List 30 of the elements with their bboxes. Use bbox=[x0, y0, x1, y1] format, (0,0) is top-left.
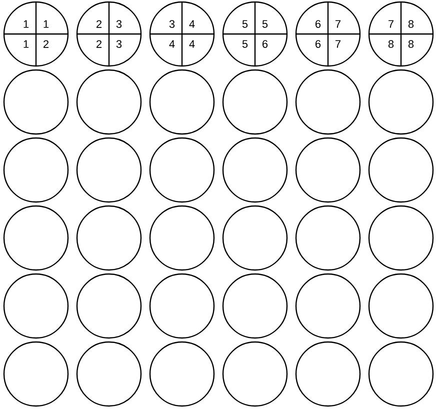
circle bbox=[295, 205, 361, 271]
circle bbox=[222, 137, 288, 203]
circle bbox=[368, 69, 434, 135]
circle bbox=[76, 69, 142, 135]
circle bbox=[149, 341, 215, 407]
circle bbox=[222, 205, 288, 271]
circle bbox=[76, 137, 142, 203]
circle bbox=[3, 273, 69, 339]
circle bbox=[3, 341, 69, 407]
circle bbox=[295, 341, 361, 407]
circle bbox=[149, 69, 215, 135]
circle bbox=[295, 69, 361, 135]
circle bbox=[149, 273, 215, 339]
circle bbox=[76, 273, 142, 339]
circle bbox=[222, 341, 288, 407]
circle bbox=[3, 137, 69, 203]
circle bbox=[222, 273, 288, 339]
circle bbox=[3, 69, 69, 135]
circle bbox=[222, 69, 288, 135]
circle bbox=[76, 341, 142, 407]
circle bbox=[295, 137, 361, 203]
circle bbox=[368, 273, 434, 339]
circle bbox=[3, 205, 69, 271]
circle bbox=[76, 205, 142, 271]
circle bbox=[368, 137, 434, 203]
circle bbox=[149, 205, 215, 271]
circle bbox=[149, 137, 215, 203]
circle bbox=[368, 341, 434, 407]
circle bbox=[295, 273, 361, 339]
circle bbox=[368, 205, 434, 271]
